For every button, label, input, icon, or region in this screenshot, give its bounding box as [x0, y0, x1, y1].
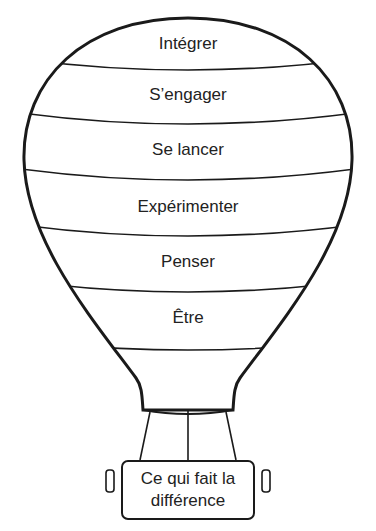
balloon-band: Expérimenter: [125, 193, 251, 221]
balloon-band: Penser: [149, 248, 227, 276]
basket-handle: [106, 470, 114, 492]
band-divider: [0, 222, 376, 236]
band-label: Expérimenter: [137, 197, 238, 217]
rope: [226, 412, 236, 460]
rope: [187, 410, 189, 460]
balloon-envelope: [24, 18, 352, 410]
balloon-band: Se lancer: [140, 136, 236, 164]
band-divider: [0, 338, 376, 350]
band-divider: [0, 166, 376, 180]
band-label: Intégrer: [159, 34, 218, 54]
band-dividers: [0, 56, 376, 350]
band-divider: [0, 110, 376, 124]
basket-label: Ce qui fait la différence: [133, 468, 243, 512]
band-label: Se lancer: [152, 140, 224, 160]
band-label: S’engager: [149, 85, 227, 105]
balloon-band: Intégrer: [147, 30, 230, 58]
balloon-band: Être: [160, 304, 216, 410]
band-divider: [0, 278, 376, 292]
band-label: Être: [172, 308, 203, 328]
band-label: Penser: [161, 252, 215, 272]
basket-handle: [262, 470, 270, 492]
basket-box: Ce qui fait la différence: [121, 460, 255, 520]
rope: [140, 412, 150, 460]
balloon-band: S’engager: [137, 81, 239, 109]
